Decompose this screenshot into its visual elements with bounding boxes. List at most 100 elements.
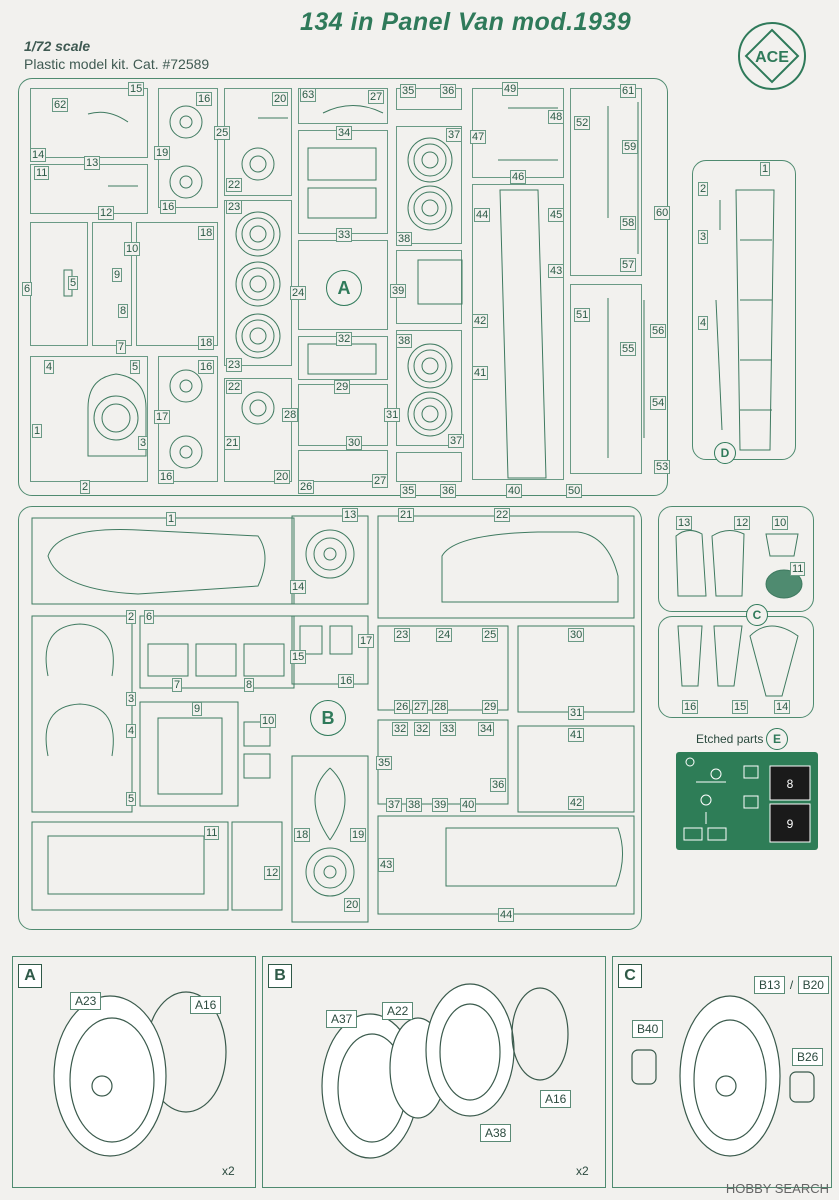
sprue-c-frame-bottom bbox=[658, 616, 814, 718]
part-number: 5 bbox=[68, 276, 79, 290]
part-number: 51 bbox=[574, 308, 591, 322]
part-number: 37 bbox=[386, 798, 403, 812]
step-c-badge: C bbox=[618, 964, 642, 988]
sprue-a-cell bbox=[298, 450, 388, 482]
part-number: 45 bbox=[548, 208, 565, 222]
part-number: 13 bbox=[342, 508, 359, 522]
part-number: 54 bbox=[650, 396, 667, 410]
sprue-a-parts-drawing bbox=[63, 102, 645, 479]
part-number: 24 bbox=[290, 286, 307, 300]
part-number: 23 bbox=[226, 358, 243, 372]
part-number: 36 bbox=[440, 84, 457, 98]
part-number: 7 bbox=[116, 340, 127, 354]
part-number: 62 bbox=[52, 98, 69, 112]
step-c-callout: B40 bbox=[632, 1020, 664, 1038]
part-number: 56 bbox=[650, 324, 667, 338]
sprue-a-cell bbox=[570, 284, 642, 474]
part-number: 20 bbox=[272, 92, 289, 106]
part-number: 6 bbox=[144, 610, 155, 624]
step-a-callout: A23 bbox=[70, 992, 102, 1010]
part-number: 26 bbox=[298, 480, 315, 494]
part-number: 35 bbox=[400, 484, 417, 498]
step-wheels-drawing bbox=[53, 983, 815, 1159]
part-number: 4 bbox=[126, 724, 137, 738]
part-number: 14 bbox=[774, 700, 791, 714]
part-number: 6 bbox=[22, 282, 33, 296]
sprue-a-cell bbox=[396, 452, 462, 482]
part-number: 16 bbox=[338, 674, 355, 688]
part-number: 35 bbox=[400, 84, 417, 98]
part-number: 30 bbox=[568, 628, 585, 642]
part-number: 16 bbox=[158, 470, 175, 484]
part-number: 16 bbox=[160, 200, 177, 214]
part-number: 1 bbox=[32, 424, 43, 438]
sprue-e-label: E bbox=[766, 728, 788, 750]
part-number: 17 bbox=[358, 634, 375, 648]
part-number: 17 bbox=[154, 410, 171, 424]
ace-logo-icon: ACE bbox=[738, 22, 806, 90]
part-number: 34 bbox=[336, 126, 353, 140]
part-number: 11 bbox=[34, 166, 50, 180]
part-number: 26 bbox=[394, 700, 411, 714]
part-number: 38 bbox=[396, 334, 413, 348]
part-number: 23 bbox=[226, 200, 243, 214]
part-number: 34 bbox=[478, 722, 495, 736]
part-number: 21 bbox=[398, 508, 415, 522]
part-number: 58 bbox=[620, 216, 637, 230]
part-number: 11 bbox=[790, 562, 806, 576]
part-number: 5 bbox=[130, 360, 141, 374]
part-number: 44 bbox=[474, 208, 491, 222]
part-number: 40 bbox=[460, 798, 477, 812]
part-number: 10 bbox=[124, 242, 141, 256]
part-number: 49 bbox=[502, 82, 519, 96]
part-number: 33 bbox=[440, 722, 457, 736]
part-number: 21 bbox=[224, 436, 241, 450]
part-number: 8 bbox=[118, 304, 129, 318]
step-b-multiplier: x2 bbox=[576, 1164, 589, 1178]
part-number: 22 bbox=[226, 178, 243, 192]
step-c-callout: B26 bbox=[792, 1048, 824, 1066]
part-number: 2 bbox=[80, 480, 91, 494]
part-number: 29 bbox=[482, 700, 499, 714]
part-number: 3 bbox=[698, 230, 709, 244]
part-number: 14 bbox=[290, 580, 307, 594]
part-number: 46 bbox=[510, 170, 527, 184]
part-number: 18 bbox=[198, 226, 215, 240]
part-number: 52 bbox=[574, 116, 591, 130]
part-number: 32 bbox=[414, 722, 431, 736]
part-number: 19 bbox=[350, 828, 367, 842]
part-number: 7 bbox=[172, 678, 183, 692]
svg-text:9: 9 bbox=[787, 817, 794, 831]
part-number: 30 bbox=[346, 436, 363, 450]
page-title: 134 in Panel Van mod.1939 bbox=[300, 8, 632, 36]
part-number: 1 bbox=[166, 512, 177, 526]
step-b-callout: A37 bbox=[326, 1010, 358, 1028]
step-a-multiplier: x2 bbox=[222, 1164, 235, 1178]
sprue-c-label: C bbox=[746, 604, 768, 626]
part-number: 41 bbox=[568, 728, 585, 742]
sprue-d-label: D bbox=[714, 442, 736, 464]
part-number: 38 bbox=[396, 232, 413, 246]
part-number: 31 bbox=[384, 408, 401, 422]
step-b-callout: A16 bbox=[540, 1090, 572, 1108]
part-number: 36 bbox=[490, 778, 507, 792]
sprue-a-cell bbox=[472, 184, 564, 480]
kit-catalog-label: Plastic model kit. Cat. #72589 bbox=[24, 56, 210, 72]
sprue-a-cell bbox=[396, 330, 462, 446]
scale-label: 1/72 scale bbox=[24, 38, 91, 54]
step-b-callout: A22 bbox=[382, 1002, 414, 1020]
part-number: 5 bbox=[126, 792, 137, 806]
part-number: 8 bbox=[244, 678, 255, 692]
part-number: 43 bbox=[378, 858, 395, 872]
part-number: 10 bbox=[260, 714, 277, 728]
sprue-a-label: A bbox=[326, 270, 362, 306]
part-number: 35 bbox=[376, 756, 393, 770]
part-number: 20 bbox=[274, 470, 291, 484]
part-number: 32 bbox=[392, 722, 409, 736]
part-number: 63 bbox=[300, 88, 317, 102]
etched-parts-title: Etched parts bbox=[696, 732, 764, 746]
part-number: 1 bbox=[760, 162, 771, 176]
step-a-panel bbox=[12, 956, 256, 1188]
sprue-b-parts-drawing bbox=[31, 515, 635, 923]
step-c-callout-group: B13 / B20 bbox=[754, 976, 829, 994]
